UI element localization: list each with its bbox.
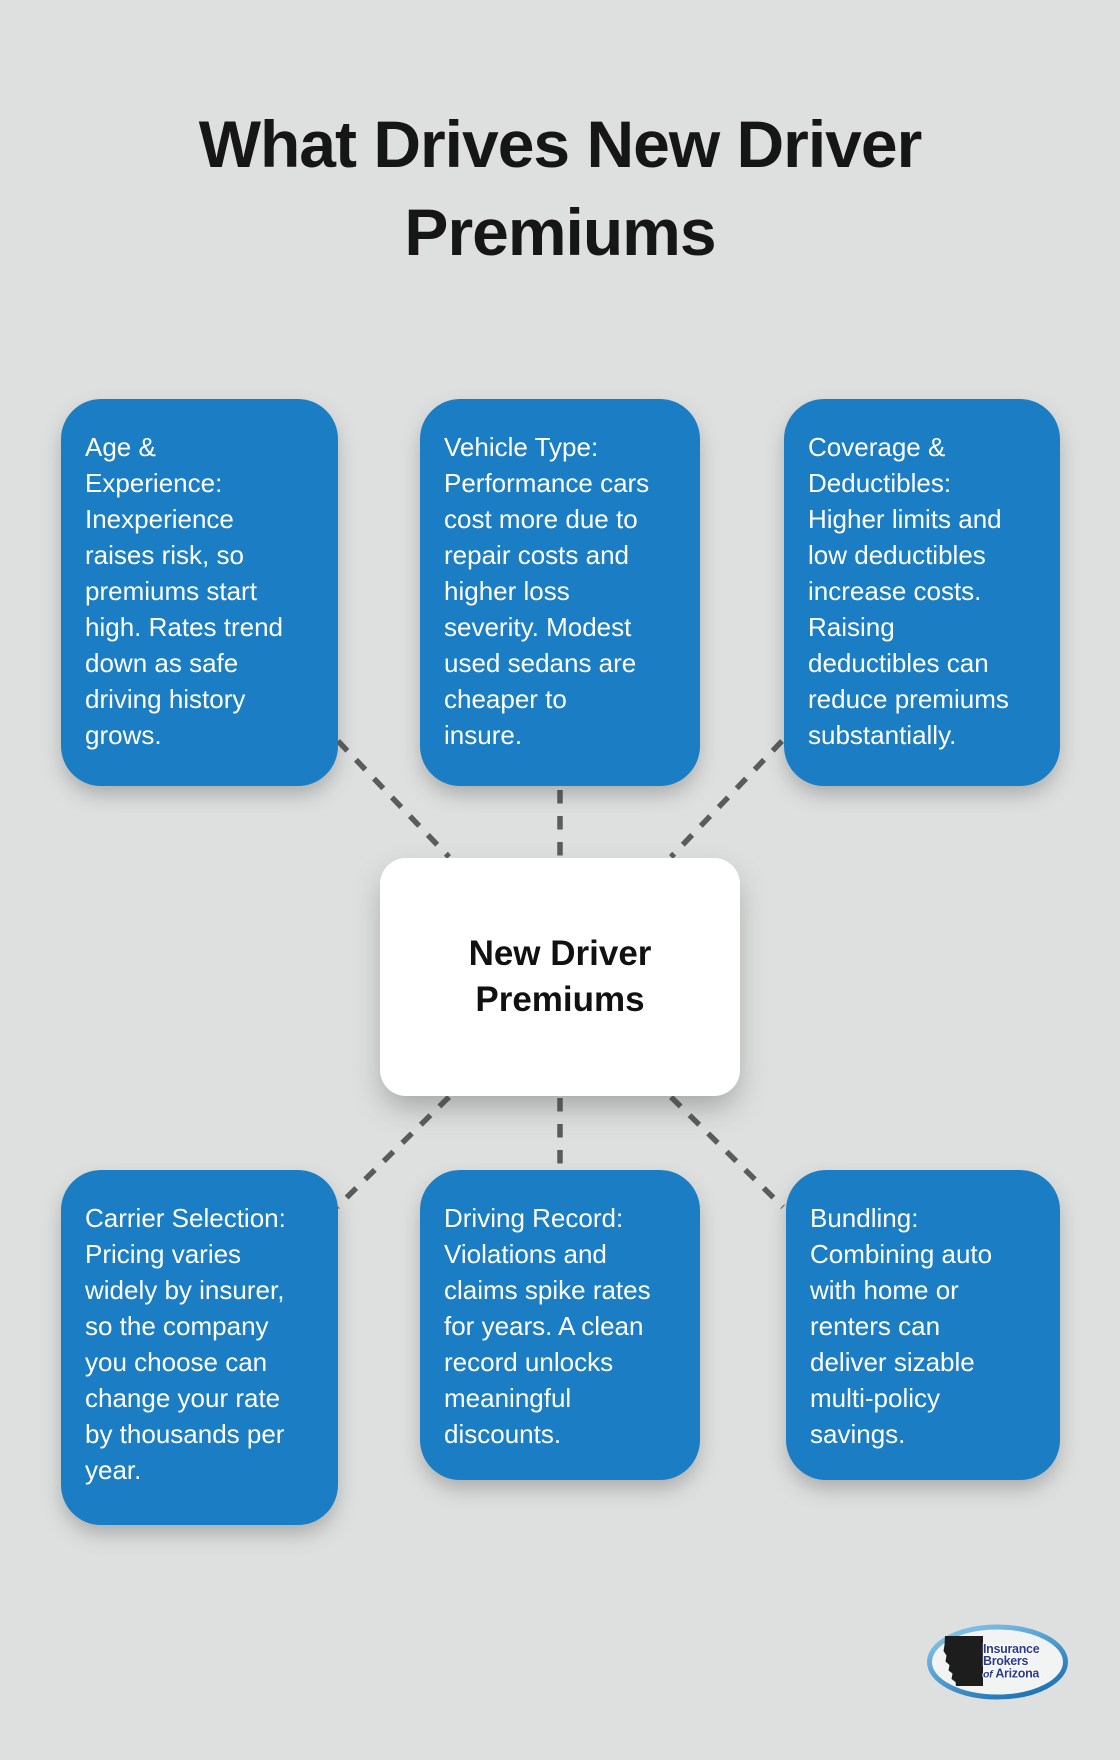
factor-box-vehicle-type: Vehicle Type: Performance cars cost more… [420,399,700,786]
factor-text-bundling: Bundling: Combining auto with home or re… [810,1203,993,1449]
connector-bottom-right-diagonal [669,1095,785,1209]
factor-text-coverage-deductibles: Coverage & Deductibles: Higher limits an… [808,432,1009,750]
factor-text-carrier-selection: Carrier Selection: Pricing varies widely… [85,1203,286,1485]
connector-top-left-diagonal [336,739,451,859]
factor-box-coverage-deductibles: Coverage & Deductibles: Higher limits an… [784,399,1060,786]
logo-text-line1: Insurance [983,1642,1040,1656]
center-node: New Driver Premiums [380,858,740,1096]
center-node-label: New Driver Premiums [468,934,652,1019]
factor-box-driving-record: Driving Record: Violations and claims sp… [420,1170,700,1480]
factor-text-vehicle-type: Vehicle Type: Performance cars cost more… [444,432,650,750]
page-title: What Drives New Driver Premiums [198,107,923,269]
logo-text-line2: Brokers [983,1654,1028,1668]
connector-bottom-left-diagonal [335,1095,451,1209]
factor-box-age-experience: Age & Experience: Inexperience raises ri… [61,399,338,786]
arizona-state-icon [943,1636,983,1686]
connector-top-right-diagonal [669,739,784,859]
factor-text-age-experience: Age & Experience: Inexperience raises ri… [85,432,284,750]
factor-box-bundling: Bundling: Combining auto with home or re… [786,1170,1060,1480]
factor-box-carrier-selection: Carrier Selection: Pricing varies widely… [61,1170,338,1525]
factor-text-driving-record: Driving Record: Violations and claims sp… [444,1203,651,1449]
